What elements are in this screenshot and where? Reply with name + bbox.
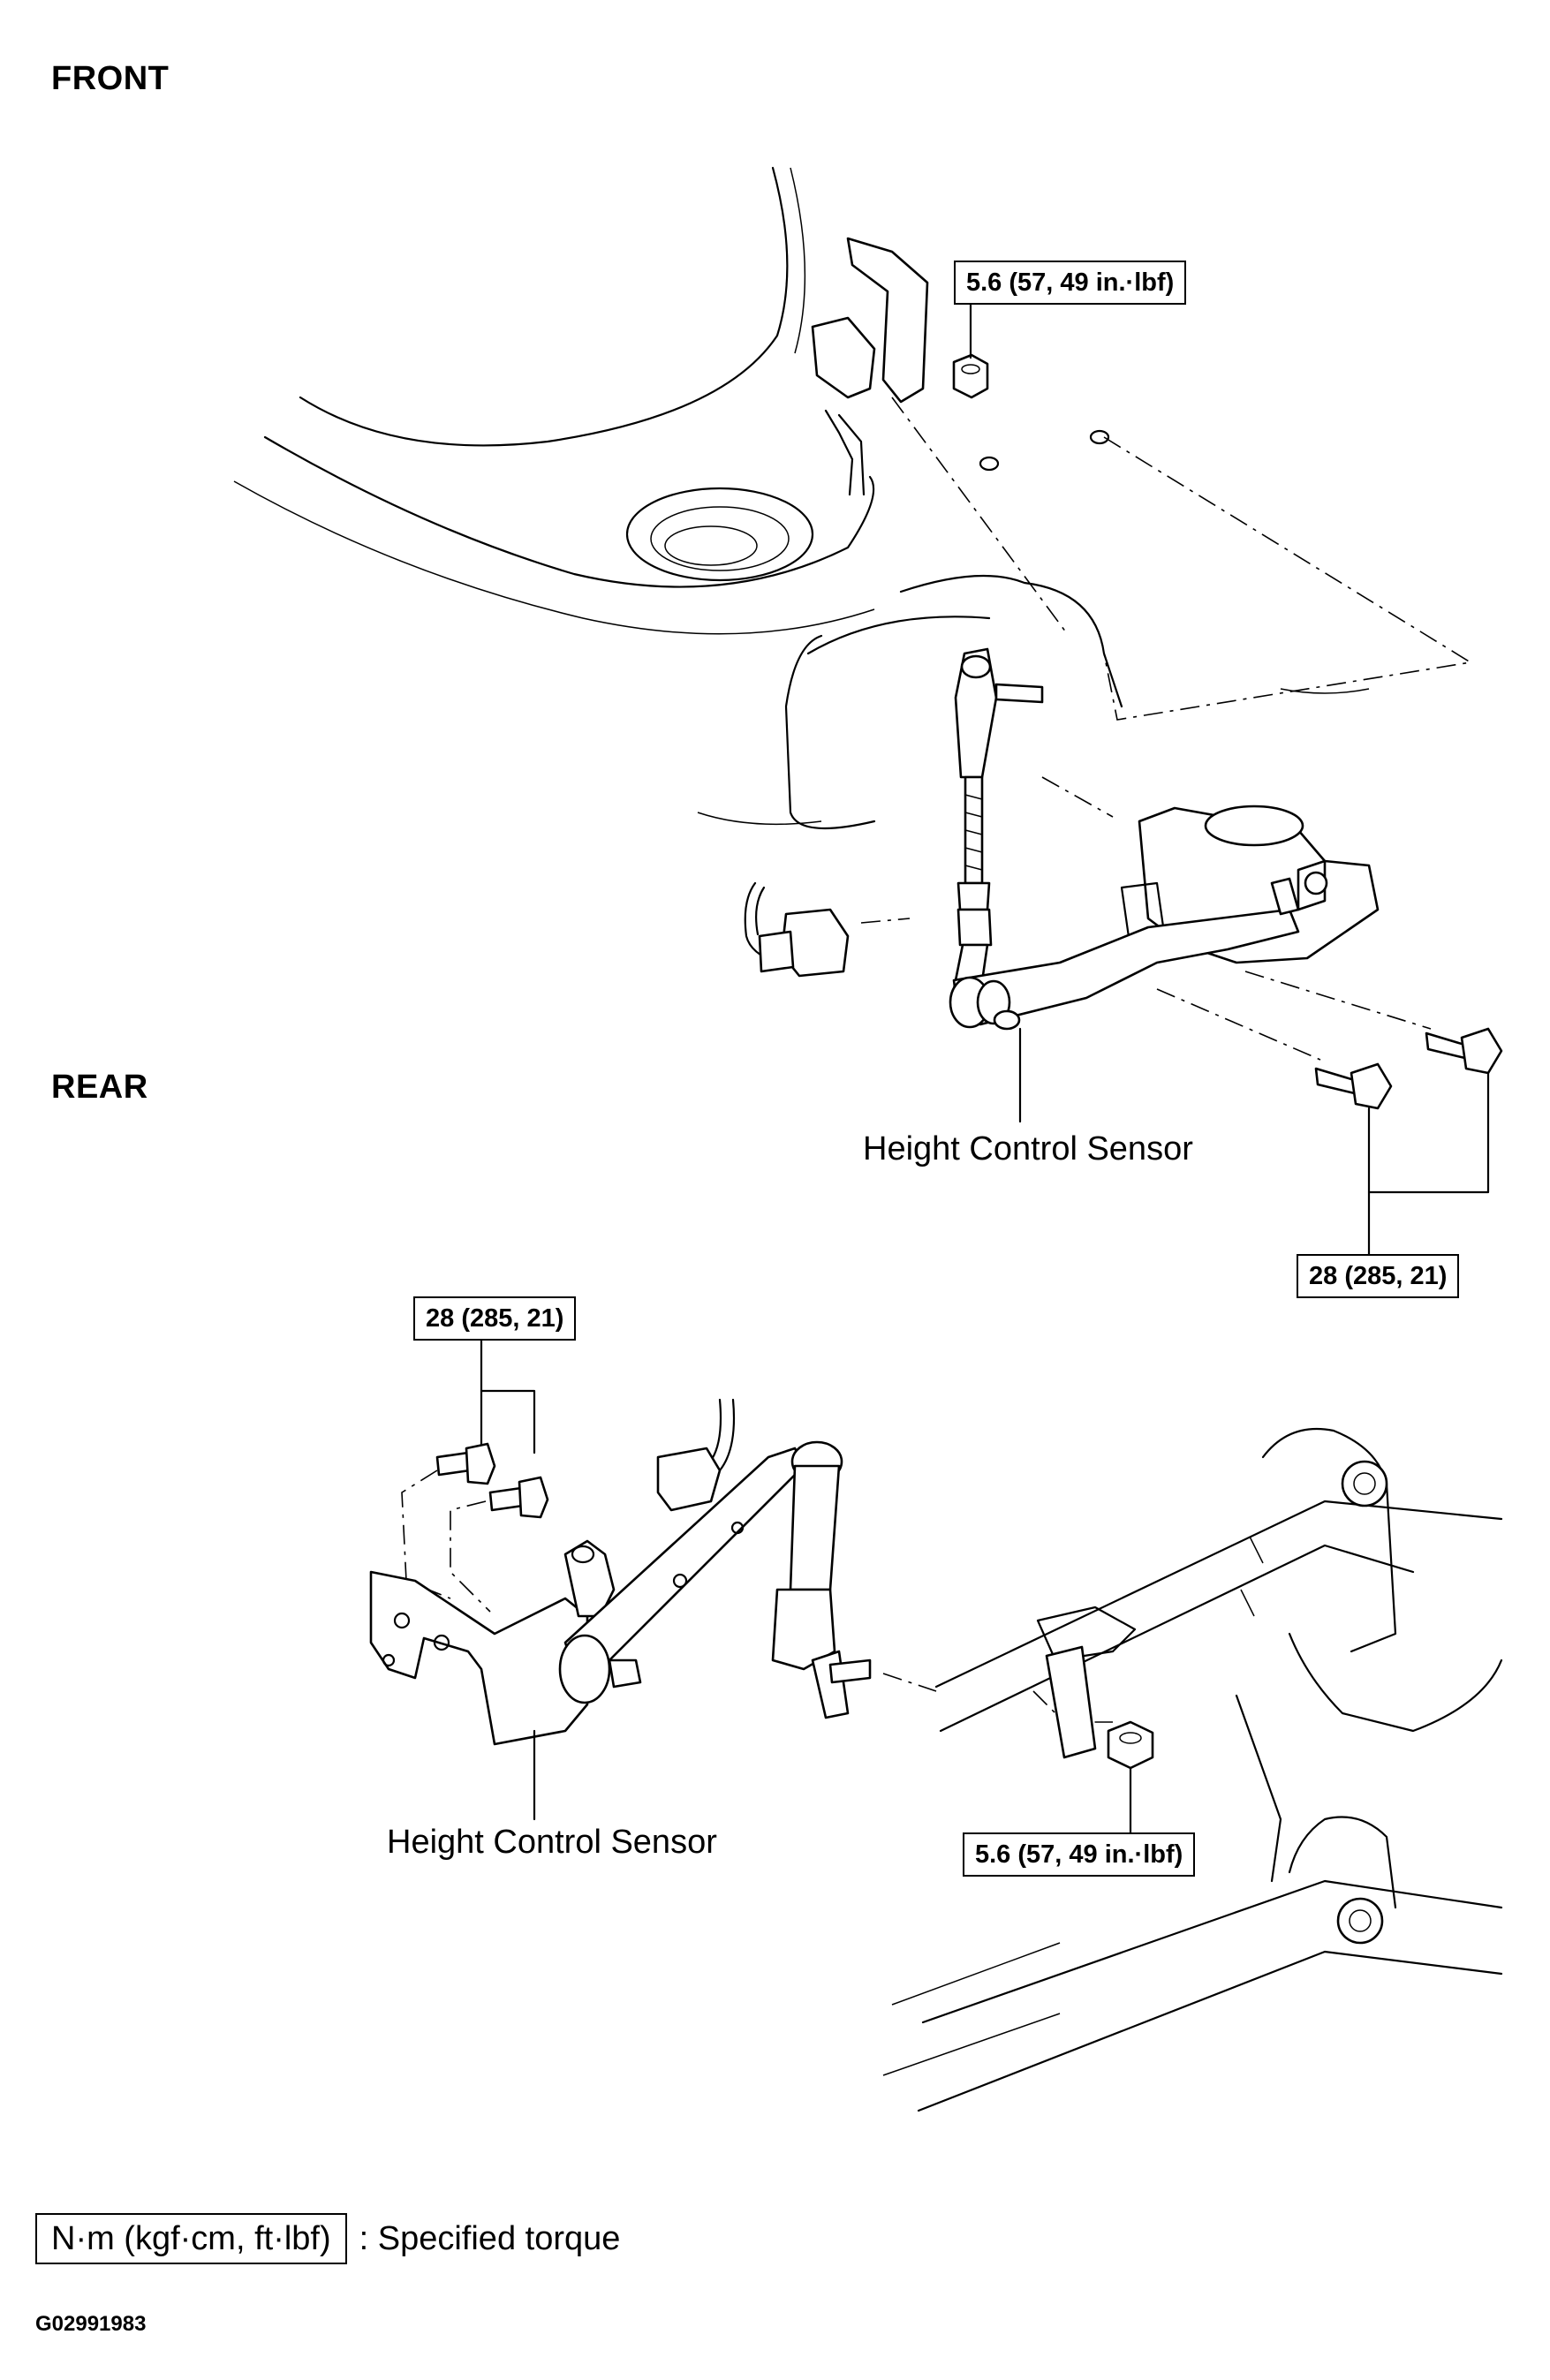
- rear-link-rod: [771, 1440, 872, 1719]
- section-label-rear: REAR: [51, 1069, 148, 1106]
- front-leaders: [969, 298, 1490, 1256]
- front-nut-torque-box: 5.6 (57, 49 in.·lbf): [954, 261, 1187, 305]
- front-bolt-torque-box: 28 (285, 21): [1297, 1254, 1460, 1298]
- torque-legend: N·m (kgf·cm, ft·lbf) : Specified torque: [35, 2213, 620, 2264]
- figure-code: G02991983: [35, 2312, 147, 2336]
- front-dash-lines: [860, 397, 1473, 1061]
- rear-axle-frame: [882, 1427, 1503, 2112]
- rear-bracket: [369, 1539, 616, 1746]
- rear-connector: [656, 1398, 736, 1512]
- front-body-panel: [233, 166, 1370, 830]
- rear-sensor-caption: Height Control Sensor: [387, 1824, 717, 1861]
- front-sensor-caption: Height Control Sensor: [863, 1130, 1193, 1167]
- rear-nut: [1107, 1720, 1154, 1770]
- front-bolts: [1314, 1027, 1503, 1110]
- front-wheel-housing-hole: [625, 487, 814, 582]
- rear-bolt-torque-box: 28 (285, 21): [413, 1296, 577, 1341]
- rear-sensor-arm: [558, 1447, 805, 1704]
- front-link-rod: [952, 647, 1044, 995]
- section-label-front: FRONT: [51, 60, 170, 97]
- front-mount-bracket: [811, 237, 929, 496]
- rear-leaders: [533, 1729, 1132, 1834]
- front-nut: [952, 353, 989, 399]
- torque-legend-box: N·m (kgf·cm, ft·lbf): [35, 2213, 347, 2264]
- front-sensor-arm: [949, 877, 1300, 1031]
- rear-nut-torque-box: 5.6 (57, 49 in.·lbf): [963, 1832, 1196, 1877]
- torque-legend-text: : Specified torque: [359, 2219, 621, 2257]
- front-connector: [744, 881, 850, 978]
- front-holes: [979, 429, 1110, 472]
- rear-bolts: [435, 1442, 549, 1519]
